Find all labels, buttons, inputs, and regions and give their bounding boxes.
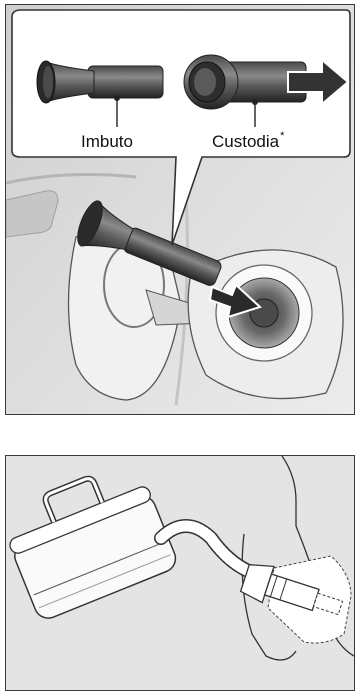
label-case: Custodia* xyxy=(212,133,284,150)
fuel-filler-drawing xyxy=(6,5,354,414)
funnel-part xyxy=(37,61,163,103)
fuel-filler-illustration: Imbuto Custodia* xyxy=(5,4,355,415)
fuel-can-illustration xyxy=(5,455,355,691)
fuel-can-drawing xyxy=(6,456,354,690)
footnote-mark: * xyxy=(280,130,284,142)
label-funnel: Imbuto xyxy=(81,133,133,150)
